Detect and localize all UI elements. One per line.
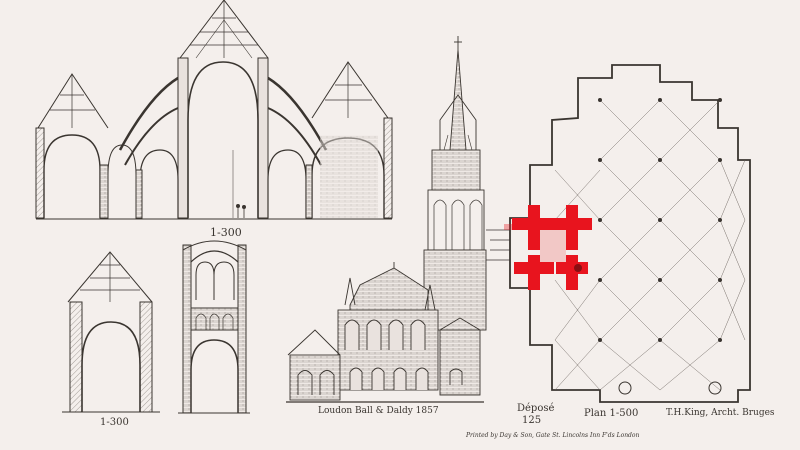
aisle-bay-section	[62, 251, 160, 413]
nave-cross-section	[35, 0, 393, 220]
depot-label: Déposé	[517, 403, 555, 414]
printer-credit: Printed by Day & Son, Gate St. Lincolns …	[466, 432, 640, 439]
architect-credit: T.H.King, Archt. Bruges	[666, 408, 775, 418]
exterior-apse-view	[286, 36, 487, 403]
bay-section-scale-label: 1-300	[100, 417, 129, 428]
highlighted-crossing	[504, 205, 592, 290]
interior-bay-elevation	[178, 240, 250, 414]
plan-scale-label: Plan 1-500	[584, 408, 639, 419]
floor-plan	[486, 64, 751, 403]
nave-section-scale-label: 1-300	[210, 226, 242, 239]
depot-number: 125	[522, 415, 542, 426]
lithographer-credit: Loudon Ball & Daldy 1857	[318, 406, 439, 416]
